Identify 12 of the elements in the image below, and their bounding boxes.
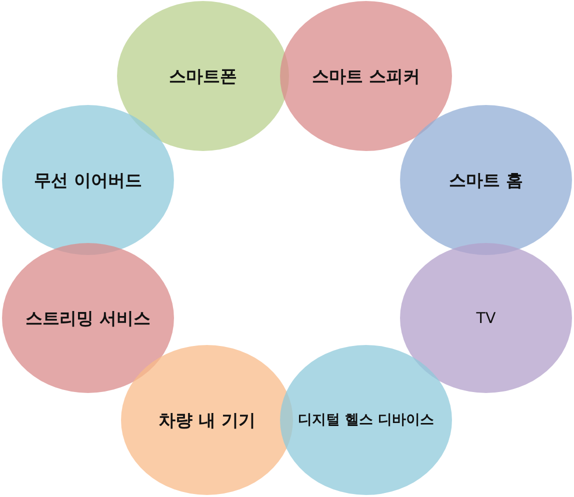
- ellipse: [2, 243, 174, 393]
- ellipse: [400, 243, 572, 393]
- ellipse-label: 스마트 스피커: [312, 66, 420, 88]
- ellipse-label: 차량 내 기기: [158, 410, 256, 432]
- ellipse-label: 스마트 홈: [449, 170, 523, 192]
- ellipse: [280, 345, 452, 495]
- ellipse: [280, 1, 452, 151]
- ellipse-label: 무선 이어버드: [34, 170, 142, 192]
- ellipse-label: 스마트폰: [169, 66, 237, 88]
- ellipse-label: 스트리밍 서비스: [26, 308, 150, 330]
- ellipse-label: 디지털 헬스 디바이스: [298, 411, 434, 429]
- ellipse-label: TV: [476, 309, 496, 327]
